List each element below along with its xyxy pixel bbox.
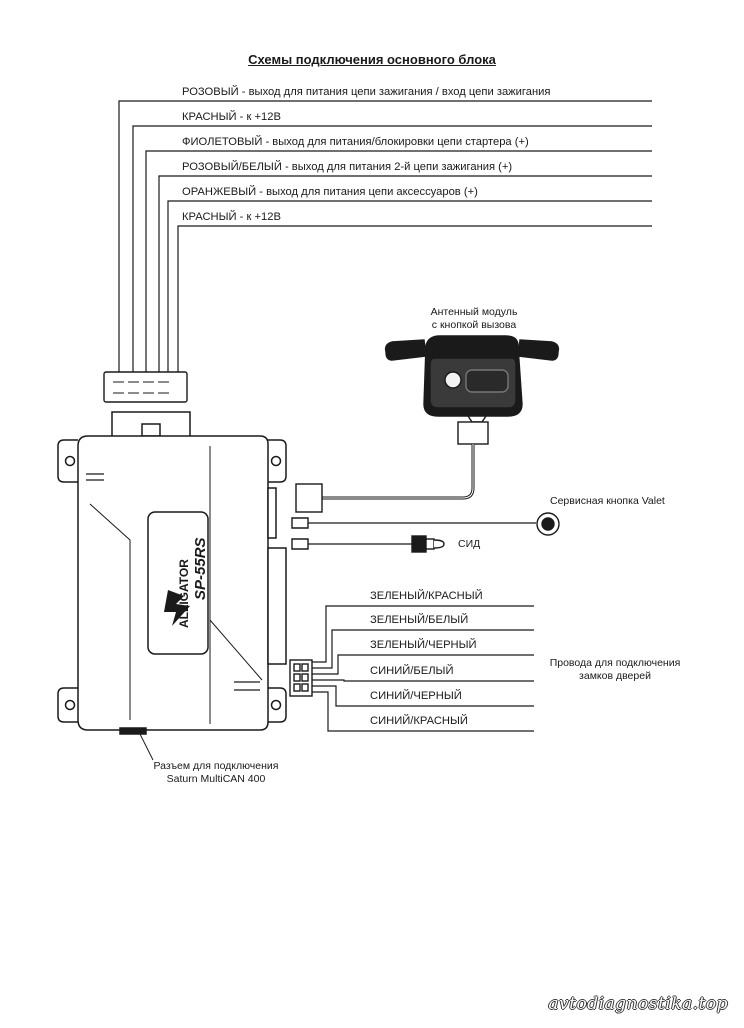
page-title: Схемы подключения основного блока	[248, 52, 496, 67]
wire-label-green-black: ЗЕЛЕНЫЙ/ЧЕРНЫЙ	[370, 639, 477, 651]
antenna-label: Антенный модуль с кнопкой вызова	[404, 306, 544, 332]
led-label: СИД	[458, 538, 481, 550]
ignition-connector	[103, 371, 188, 403]
wire-label-blue-white: СИНИЙ/БЕЛЫЙ	[370, 665, 454, 677]
logo-plate: ALLIGATOR SP-55RS	[147, 511, 209, 655]
wire-label-red-1: КРАСНЫЙ - к +12В	[182, 111, 281, 123]
antenna-label-line-2: с кнопкой вызова	[431, 319, 517, 331]
door-lock-connector	[289, 659, 313, 697]
watermark: avtodiagnostika.top	[548, 994, 728, 1014]
wire-pink-white	[158, 175, 652, 372]
wire-label-violet: ФИОЛЕТОВЫЙ - выход для питания/блокировк…	[182, 136, 529, 148]
valet-button	[291, 512, 560, 536]
logo-brand: ALLIGATOR	[177, 559, 191, 628]
wire-label-pink: РОЗОВЫЙ - выход для питания цепи зажиган…	[182, 86, 551, 98]
logo-model: SP-55RS	[192, 537, 209, 600]
wire-label-pink-white: РОЗОВЫЙ/БЕЛЫЙ - выход для питания 2-й це…	[182, 161, 513, 173]
wire-pink	[118, 100, 652, 372]
valet-label: Сервисная кнопка Valet	[550, 495, 665, 507]
wire-green-white	[312, 629, 534, 669]
wire-label-green-red: ЗЕЛЕНЫЙ/КРАСНЫЙ	[370, 590, 483, 602]
wire-red-1	[132, 125, 652, 372]
wire-label-red-2: КРАСНЫЙ - к +12В	[182, 211, 281, 223]
wire-label-green-white: ЗЕЛЕНЫЙ/БЕЛЫЙ	[370, 614, 469, 626]
wire-label-blue-black: СИНИЙ/ЧЕРНЫЙ	[370, 690, 462, 702]
wire-orange	[167, 200, 652, 372]
logo-lightning-mark	[164, 590, 190, 626]
wire-blue-black	[312, 685, 534, 707]
door-locks-label-line-2: замков дверей	[579, 670, 651, 682]
led-indicator	[291, 535, 445, 553]
multican-label: Разъем для подключения Saturn MultiCAN 4…	[136, 760, 296, 786]
wire-blue-red	[312, 691, 534, 732]
wire-red-2	[177, 225, 652, 372]
wire-violet	[145, 150, 652, 372]
door-locks-label: Провода для подключения замков дверей	[540, 657, 690, 683]
multican-label-line-2: Saturn MultiCAN 400	[166, 773, 266, 785]
antenna-label-line-1: Антенный модуль	[430, 306, 518, 318]
antenna-module	[384, 335, 560, 445]
multican-label-line-1: Разъем для подключения	[153, 760, 279, 772]
wire-label-blue-red: СИНИЙ/КРАСНЫЙ	[370, 715, 468, 727]
door-locks-label-line-1: Провода для подключения	[549, 657, 681, 669]
wire-label-orange: ОРАНЖЕВЫЙ - выход для питания цепи аксес…	[182, 186, 478, 198]
main-unit	[57, 411, 287, 735]
wire-blue-white	[312, 679, 534, 682]
wire-green-black	[312, 654, 534, 675]
wire-green-red	[312, 605, 534, 663]
antenna-call-button	[444, 371, 462, 389]
